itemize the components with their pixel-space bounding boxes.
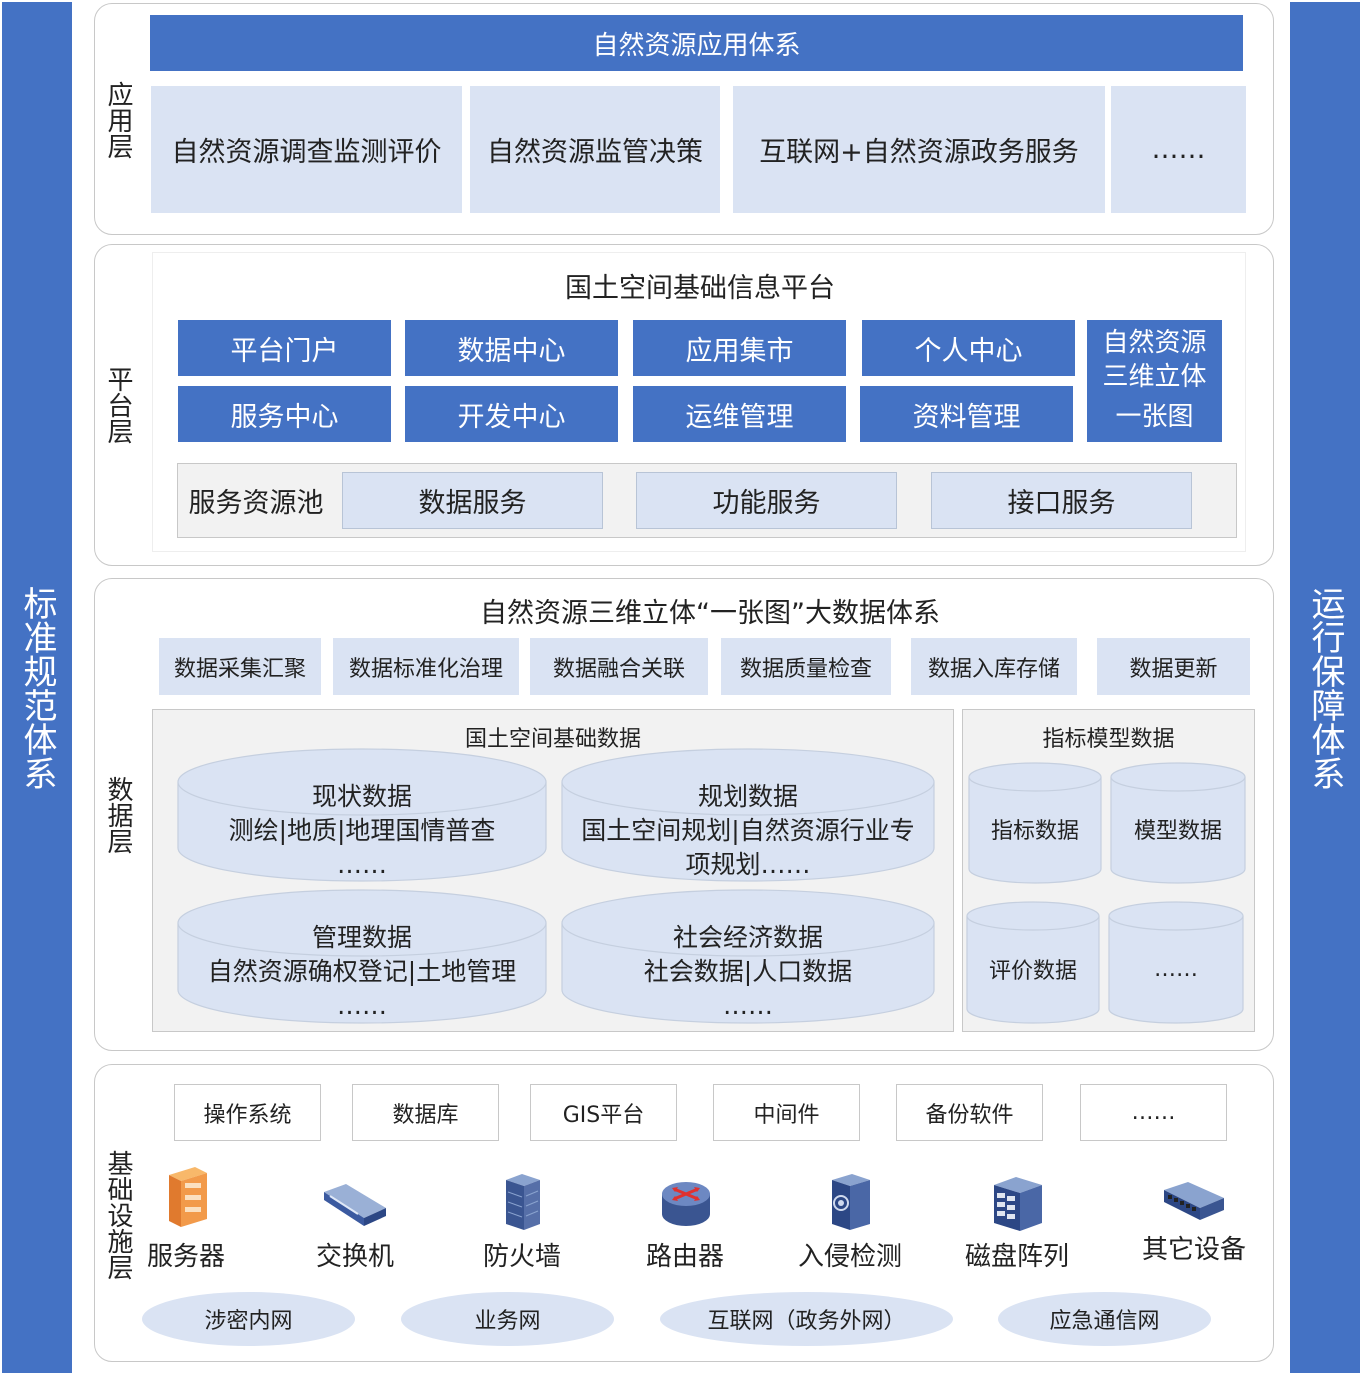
planning-data-name: 规划数据 xyxy=(697,782,798,811)
platform-app-market: 应用集市 xyxy=(633,320,846,376)
device-label-firewall: 防火墙 xyxy=(482,1242,561,1272)
platform-layer-label: 平台层 xyxy=(103,366,133,444)
pool-interface-service: 接口服务 xyxy=(931,472,1192,529)
standards-label: 标准规范体系 xyxy=(17,585,57,790)
disk-array-icon xyxy=(994,1177,1042,1231)
network-emergency: 应急通信网 xyxy=(998,1292,1211,1346)
platform-document-management: 资料管理 xyxy=(860,386,1073,442)
pool-data-service: 数据服务 xyxy=(342,472,603,529)
software-os: 操作系统 xyxy=(174,1084,321,1141)
management-data-name: 管理数据 xyxy=(311,923,412,952)
other-device-icon xyxy=(1164,1182,1224,1220)
data-layer-label: 数据层 xyxy=(103,776,133,854)
one-map-line-3: 一张图 xyxy=(1115,402,1194,432)
device-label-switch: 交换机 xyxy=(315,1242,394,1272)
socioeconomic-data-sub: 社会数据|人口数据 xyxy=(643,957,853,986)
infrastructure-layer-label: 基础设施层 xyxy=(103,1150,133,1280)
device-label-ids: 入侵检测 xyxy=(797,1242,902,1272)
platform-service-center: 服务中心 xyxy=(178,386,391,442)
process-standardize: 数据标准化治理 xyxy=(333,638,519,695)
software-middleware: 中间件 xyxy=(713,1084,860,1141)
pool-function-service: 功能服务 xyxy=(636,472,897,529)
index-data-label: 指标数据 xyxy=(990,819,1079,844)
management-data-text: 管理数据 自然资源确权登记|土地管理 …… xyxy=(180,921,544,1023)
process-fuse: 数据融合关联 xyxy=(530,638,708,695)
process-storage: 数据入库存储 xyxy=(911,638,1077,695)
platform-portal: 平台门户 xyxy=(178,320,391,376)
current-data-sub: 测绘|地质|地理国情普查 xyxy=(228,816,496,845)
device-label-server: 服务器 xyxy=(146,1242,225,1272)
software-backup: 备份软件 xyxy=(896,1084,1043,1141)
device-label-disk-array: 磁盘阵列 xyxy=(964,1242,1069,1272)
platform-personal-center: 个人中心 xyxy=(862,320,1075,376)
cylinder-management-data xyxy=(177,889,547,1024)
network-internet: 互联网（政务外网） xyxy=(660,1292,953,1346)
platform-inner-frame xyxy=(152,252,1246,552)
more-data-label: …… xyxy=(1154,956,1198,982)
software-database: 数据库 xyxy=(352,1084,499,1141)
standards-side-bar: 标准规范体系 xyxy=(2,2,72,1373)
process-collect: 数据采集汇聚 xyxy=(159,638,321,695)
network-business: 业务网 xyxy=(401,1292,614,1346)
platform-dev-center: 开发中心 xyxy=(405,386,618,442)
current-data-more: …… xyxy=(337,850,387,879)
cylinder-index-data xyxy=(968,762,1102,884)
app-item-more: …… xyxy=(1111,86,1246,213)
app-item-supervision: 自然资源监管决策 xyxy=(470,86,720,213)
firewall-icon xyxy=(506,1174,540,1230)
cylinder-evaluation-data xyxy=(966,901,1100,1024)
planning-data-sub2: 项规划…… xyxy=(685,850,811,879)
router-icon xyxy=(662,1182,710,1226)
device-label-other: 其它设备 xyxy=(1141,1235,1246,1265)
software-more: …… xyxy=(1080,1084,1227,1141)
current-data-name: 现状数据 xyxy=(311,782,412,811)
index-model-title: 指标模型数据 xyxy=(1042,727,1175,752)
one-map-line-2: 三维立体 xyxy=(1102,362,1207,392)
socioeconomic-data-text: 社会经济数据 社会数据|人口数据 …… xyxy=(560,921,936,1023)
evaluation-data-label: 评价数据 xyxy=(988,959,1077,984)
operations-label: 运行保障体系 xyxy=(1305,585,1345,790)
platform-one-map-box: 自然资源 三维立体 一张图 xyxy=(1087,320,1222,442)
app-item-survey: 自然资源调查监测评价 xyxy=(151,86,462,213)
socioeconomic-data-name: 社会经济数据 xyxy=(672,923,823,952)
server-icon xyxy=(169,1167,207,1227)
network-classified: 涉密内网 xyxy=(142,1292,355,1346)
planning-data-text: 规划数据 国土空间规划|自然资源行业专 项规划…… xyxy=(560,780,936,882)
operations-side-bar: 运行保障体系 xyxy=(1290,2,1360,1373)
cylinder-current-data xyxy=(177,748,547,882)
cylinder-socioeconomic-data xyxy=(561,889,935,1024)
base-data-title: 国土空间基础数据 xyxy=(464,727,641,752)
switch-icon xyxy=(324,1184,386,1226)
current-data-text: 现状数据 测绘|地质|地理国情普查 …… xyxy=(180,780,544,882)
socioeconomic-data-more: …… xyxy=(723,991,773,1020)
management-data-more: …… xyxy=(337,991,387,1020)
cylinder-more-data xyxy=(1108,901,1244,1024)
data-layer-title: 自然资源三维立体“一张图”大数据体系 xyxy=(480,597,940,629)
software-gis: GIS平台 xyxy=(530,1084,677,1141)
application-layer-label: 应用层 xyxy=(103,81,133,159)
planning-data-sub: 国土空间规划|自然资源行业专 xyxy=(581,816,915,845)
application-banner: 自然资源应用体系 xyxy=(150,15,1243,71)
process-quality-check: 数据质量检查 xyxy=(721,638,891,695)
platform-data-center: 数据中心 xyxy=(405,320,618,376)
process-update: 数据更新 xyxy=(1097,638,1250,695)
cylinder-planning-data xyxy=(561,748,935,882)
ids-icon xyxy=(832,1174,870,1230)
platform-title: 国土空间基础信息平台 xyxy=(565,272,835,304)
app-item-egov: 互联网+自然资源政务服务 xyxy=(733,86,1105,213)
cylinder-model-data xyxy=(1110,762,1246,884)
management-data-sub: 自然资源确权登记|土地管理 xyxy=(207,957,517,986)
device-label-router: 路由器 xyxy=(645,1242,724,1272)
platform-ops-management: 运维管理 xyxy=(633,386,846,442)
service-pool-label: 服务资源池 xyxy=(188,487,324,519)
model-data-label: 模型数据 xyxy=(1133,819,1222,844)
one-map-line-1: 自然资源 xyxy=(1102,328,1207,358)
